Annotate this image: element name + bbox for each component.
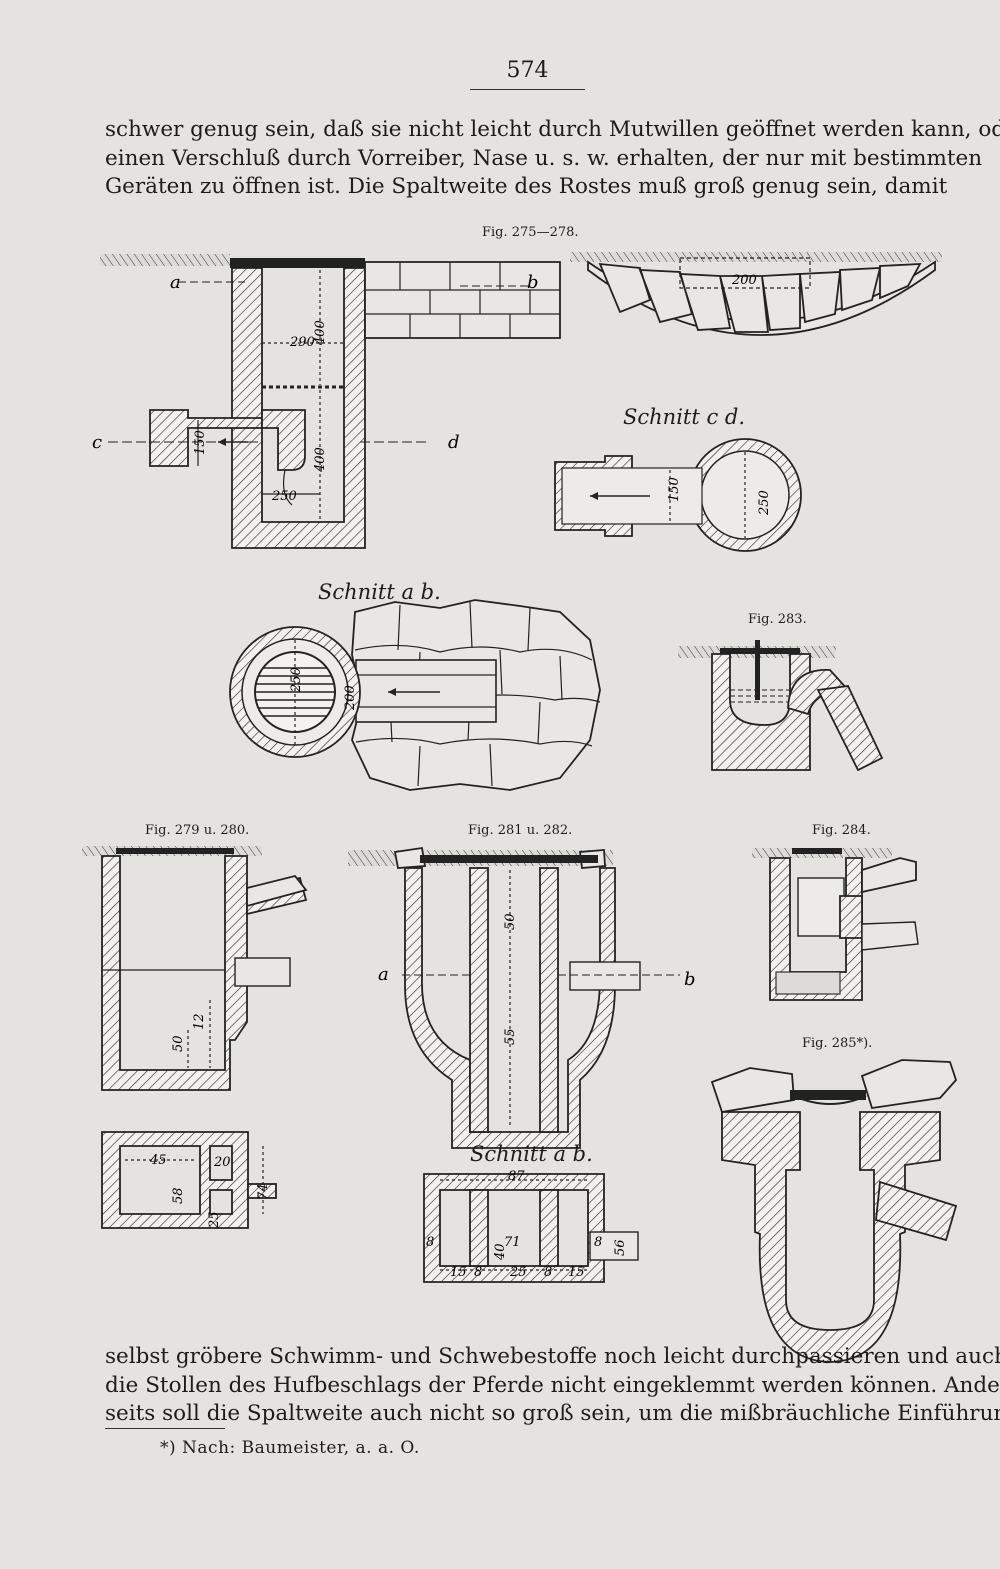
caption-fig-285: Fig. 285*).: [802, 1036, 873, 1051]
dim-74: 74: [256, 1183, 271, 1200]
label-d: d: [448, 432, 460, 453]
caption-fig-283: Fig. 283.: [748, 612, 807, 627]
fig-278-plan-ab: [229, 599, 601, 791]
caption-fig-275-278: Fig. 275—278.: [482, 225, 579, 240]
dim-400a: 400: [313, 320, 328, 346]
fig-283-trap-section: [678, 640, 884, 772]
label-a2: a: [378, 964, 389, 985]
body-text-top: schwer genug sein, daß sie nicht leicht …: [105, 116, 1000, 202]
caption-fig-281-282: Fig. 281 u. 282.: [468, 823, 573, 838]
dim-8d: 8: [594, 1235, 602, 1250]
fig-276-arch-section: [570, 252, 942, 336]
dim-50b: 50: [171, 1035, 186, 1052]
dim-20: 20: [213, 1155, 231, 1170]
fig-284-section: [752, 848, 919, 1001]
footnote-divider: [105, 1428, 225, 1429]
dim-250: 250: [271, 489, 297, 504]
fig-275-gully-section: [100, 254, 561, 549]
dim-25: 25: [207, 1211, 222, 1229]
fig-277-section-cd: [554, 438, 802, 552]
text-line: seits soll die Spaltweite auch nicht so …: [105, 1401, 1000, 1426]
text-line: selbst gröbere Schwimm- und Schwebestoff…: [105, 1344, 1000, 1369]
dim-55: 55: [503, 1028, 518, 1045]
dim-71: 71: [504, 1235, 521, 1250]
dim-8b: 8: [474, 1265, 482, 1280]
dim-87: 87: [508, 1169, 525, 1184]
page-number: 574: [470, 58, 585, 90]
caption-fig-284: Fig. 284.: [812, 823, 871, 838]
caption-schnitt-ab-2: Schnitt a b.: [470, 1142, 593, 1166]
label-c: c: [92, 432, 102, 453]
dim-15a: 15: [450, 1265, 467, 1280]
dim-56: 56: [613, 1239, 628, 1256]
caption-schnitt-cd: Schnitt c d.: [623, 405, 746, 429]
dim-58: 58: [171, 1187, 186, 1204]
text-line: schwer genug sein, daß sie nicht leicht …: [105, 117, 1000, 142]
dim-15b: 15: [568, 1265, 585, 1280]
dim-25b: 25: [509, 1265, 527, 1280]
dim-12: 12: [192, 1013, 207, 1030]
dim-40: 40: [493, 1243, 508, 1261]
dim-8a: 8: [426, 1235, 434, 1250]
dim-8c: 8: [544, 1265, 552, 1280]
footnote: *) Nach: Baumeister, a. a. O.: [160, 1438, 420, 1458]
fig-279-280-section: [82, 846, 308, 1229]
caption-fig-279-280: Fig. 279 u. 280.: [145, 823, 250, 838]
dim-150b: 150: [667, 477, 682, 502]
dim-400b: 400: [313, 447, 328, 473]
dim-150: 150: [193, 430, 208, 455]
label-b2: b: [684, 969, 696, 990]
text-line: die Stollen des Hufbeschlags der Pferde …: [105, 1372, 1000, 1398]
text-line: einen Verschluß durch Vorreiber, Nase u.…: [105, 145, 983, 171]
dim-250b: 250: [757, 490, 772, 516]
text-line: Geräten zu öffnen ist. Die Spaltweite de…: [105, 174, 948, 199]
dim-200b: 200: [343, 685, 358, 711]
dim-200: 200: [731, 273, 757, 288]
dim-290: 290: [289, 335, 315, 350]
body-text-bottom: selbst gröbere Schwimm- und Schwebestoff…: [105, 1343, 1000, 1429]
label-a: a: [170, 272, 181, 293]
dim-250c: 250: [289, 667, 304, 693]
label-b: b: [527, 272, 539, 293]
dim-50: 50: [503, 913, 518, 930]
caption-schnitt-ab: Schnitt a b.: [318, 580, 441, 604]
dim-45: 45: [149, 1153, 167, 1168]
fig-285-section: [710, 1059, 958, 1363]
fig-281-282-section: [348, 846, 680, 1283]
